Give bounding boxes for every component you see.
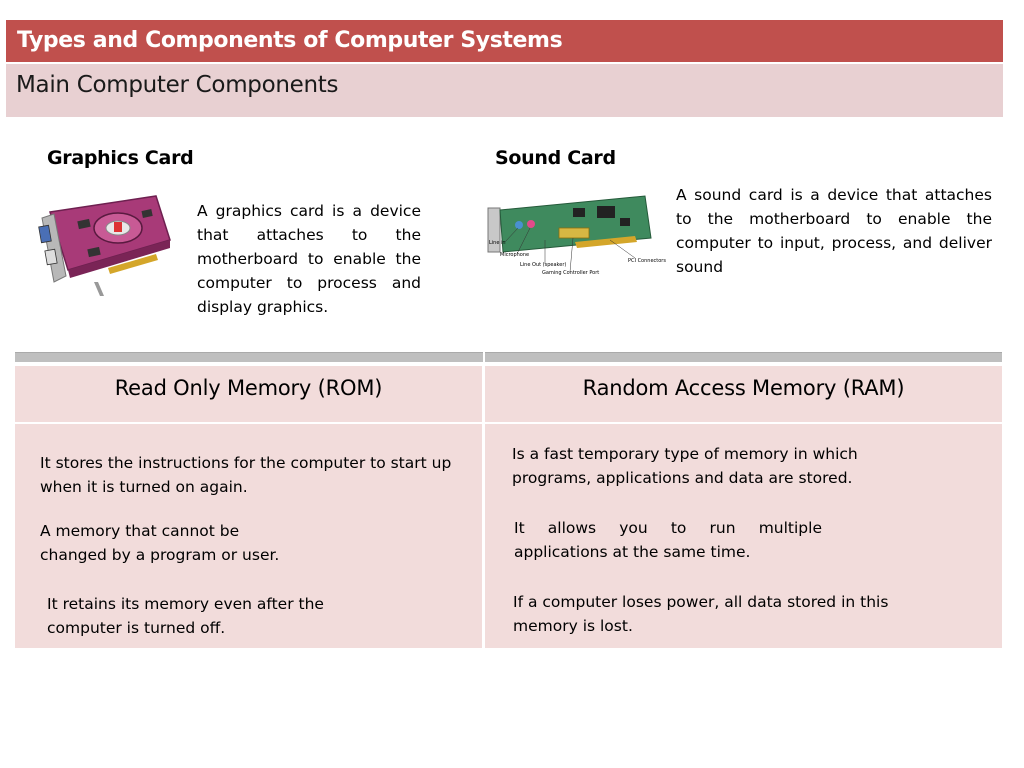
rom-body-cell bbox=[15, 424, 482, 648]
table-header-band bbox=[15, 352, 1002, 362]
ram-point-1: Is a fast temporary type of memory in wh… bbox=[512, 445, 858, 487]
graphics-card-heading: Graphics Card bbox=[47, 147, 194, 169]
sound-card-description: A sound card is a device that attaches t… bbox=[676, 186, 992, 276]
ram-point-2: It allows you to run multiple applicatio… bbox=[514, 519, 822, 561]
rom-column-heading: Read Only Memory (ROM) bbox=[15, 366, 482, 422]
sound-label-line-out: Line Out (speaker) bbox=[520, 262, 566, 268]
ram-body-cell bbox=[485, 424, 1002, 648]
sound-card-heading: Sound Card bbox=[495, 147, 616, 169]
rom-point-1: It stores the instructions for the compu… bbox=[40, 454, 452, 496]
sound-label-line-in: Line in bbox=[489, 240, 506, 246]
sound-label-microphone: Microphone bbox=[500, 252, 529, 258]
table-band-divider bbox=[483, 352, 485, 362]
slide-title: Types and Components of Computer Systems bbox=[6, 20, 1003, 62]
slide-subtitle: Main Computer Components bbox=[6, 64, 1003, 117]
sound-label-pci: PCI Connectors bbox=[628, 258, 666, 264]
ram-point-3: If a computer loses power, all data stor… bbox=[513, 593, 889, 635]
rom-heading-text: Read Only Memory (ROM) bbox=[114, 376, 383, 400]
graphics-card-description: A graphics card is a device that attache… bbox=[197, 202, 421, 316]
ram-column-heading: Random Access Memory (RAM) bbox=[485, 366, 1002, 422]
graphics-card-image bbox=[38, 195, 171, 296]
ram-heading-text: Random Access Memory (RAM) bbox=[582, 376, 905, 400]
rom-point-3: It retains its memory even after the com… bbox=[47, 595, 324, 637]
sound-card-image: Line in Microphone Line Out (speaker) Ga… bbox=[487, 195, 666, 276]
sound-label-gaming: Gaming Controller Port bbox=[542, 270, 599, 276]
rom-point-2: A memory that cannot be changed by a pro… bbox=[40, 522, 280, 564]
